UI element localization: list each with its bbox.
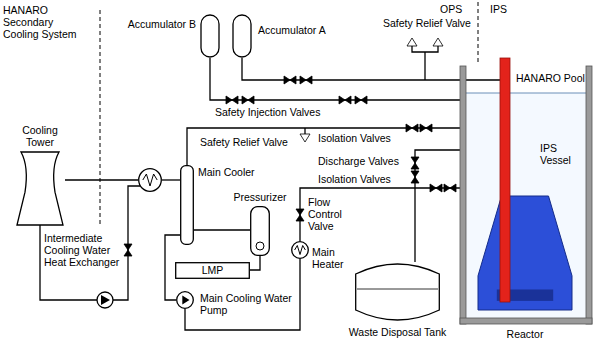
component-node: LMP [175, 262, 250, 279]
secondary-pump [97, 292, 113, 308]
component-label: Main Cooler [198, 166, 258, 178]
annotation-label: Discharge Valves [318, 155, 406, 167]
component-node: Main Cooler [180, 165, 194, 245]
component-node: Main Cooling Water Pump [176, 291, 194, 309]
component-node: Main Heater [291, 241, 309, 259]
valve-symbol [411, 171, 419, 183]
boundary-line [478, 2, 479, 62]
rod-shape [500, 58, 510, 302]
valve-symbol [242, 96, 254, 104]
component-node: Accumulator A [232, 14, 252, 58]
relief-branch [412, 46, 438, 52]
component-node: HANARO PoolIPS VesselReactor [460, 66, 592, 324]
valve-symbol [411, 157, 419, 169]
valve-symbol [430, 184, 442, 192]
secondary-pipe [113, 186, 140, 300]
relief-branch [424, 52, 425, 80]
valve-symbol [284, 76, 296, 84]
pipe-connector [250, 256, 260, 270]
valve-symbol [296, 209, 304, 221]
annotation-label: Flow Control Valve [308, 196, 353, 232]
press-shape [250, 206, 270, 256]
tank-shape [355, 262, 440, 322]
pipe-connector [210, 58, 500, 100]
component-label: Pressurizer [228, 191, 292, 203]
relief-valve-symbol [407, 38, 417, 46]
valve-symbol [339, 96, 351, 104]
tower-shape [15, 152, 65, 225]
component-node: Reactor [478, 196, 572, 310]
component-label: LMP [175, 262, 250, 279]
annotation-label: Isolation Valves [318, 173, 402, 185]
component-label: Cooling Tower [15, 124, 65, 148]
valve-symbol [300, 76, 312, 84]
pipe-connector [65, 179, 138, 180]
component-label: Main Cooling Water Pump [200, 292, 292, 316]
heater-shape [291, 241, 309, 259]
annotation-label: IPS [490, 3, 520, 15]
component-label: Accumulator A [258, 24, 338, 36]
component-label: Accumulator B [116, 18, 196, 30]
annotation-label: Safety Injection Valves [215, 106, 335, 118]
valve-symbol [420, 124, 432, 132]
component-label: Intermediate Cooling Water Heat Exchange… [44, 232, 124, 268]
component-node: Waste Disposal Tank [355, 262, 440, 322]
acc-shape [232, 14, 252, 58]
valve-symbol [355, 96, 367, 104]
relief-branch [304, 128, 305, 134]
annotation-label: Safety Relief Valve [200, 136, 298, 148]
component-label: Reactor [495, 328, 555, 340]
component-node: Accumulator B [200, 14, 220, 58]
hx-shape [138, 168, 162, 192]
valve-symbol [226, 96, 238, 104]
pump-shape [176, 291, 194, 309]
component-node: Pressurizer [250, 206, 270, 256]
component-node: IPS Vessel [500, 58, 510, 302]
component-label: IPS Vessel [540, 142, 582, 166]
annotation-label: HANARO Secondary Cooling System [3, 4, 83, 40]
vessel-shape [180, 165, 194, 245]
pipe-connector [194, 229, 250, 230]
annotation-label: Isolation Valves [318, 132, 402, 144]
component-label: Main Heater [312, 246, 354, 270]
relief-valve-symbol [433, 38, 443, 46]
relief-valve-symbol [300, 134, 310, 142]
component-node: Intermediate Cooling Water Heat Exchange… [138, 168, 162, 192]
valve-symbol [124, 244, 132, 256]
valve-symbol [406, 124, 418, 132]
acc-shape [200, 14, 220, 58]
annotation-label: OPS [440, 3, 470, 15]
pipe-connector [162, 179, 180, 180]
annotation-label: Safety Relief Valve [383, 17, 477, 29]
component-label: Waste Disposal Tank [345, 326, 450, 338]
pump-mark [101, 295, 110, 305]
component-label: HANARO Pool [516, 72, 588, 84]
component-node: Cooling Tower [15, 152, 65, 225]
reactor-shape [478, 196, 572, 310]
boundary-line [100, 10, 101, 225]
valve-symbol [444, 184, 456, 192]
